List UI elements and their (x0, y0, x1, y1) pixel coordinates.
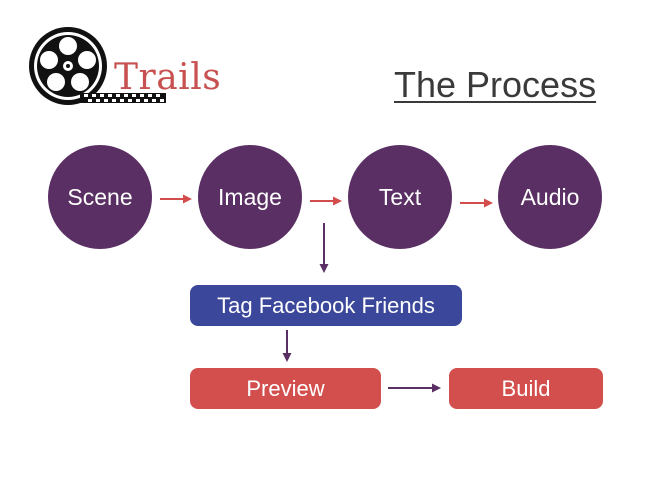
step-audio: Audio (498, 145, 602, 249)
trails-logo: Trails (26, 24, 241, 108)
arrow-tag-to-preview (282, 330, 292, 362)
page-title: The Process (394, 64, 597, 105)
arrow-preview-to-build (388, 383, 441, 393)
step-scene: Scene (48, 145, 152, 249)
film-reel-icon (29, 27, 107, 105)
step-image: Image (198, 145, 302, 249)
step-tag-facebook-friends: Tag Facebook Friends (190, 285, 462, 326)
arrow-image-to-text (310, 196, 342, 206)
arrow-text-to-audio (460, 198, 493, 208)
step-text: Text (348, 145, 452, 249)
step-build: Build (449, 368, 603, 409)
logo-wordmark: Trails (114, 57, 222, 98)
arrow-scene-to-image (160, 194, 192, 204)
film-strip-icon (80, 93, 166, 103)
arrow-image-to-tag (319, 223, 329, 273)
step-preview: Preview (190, 368, 381, 409)
